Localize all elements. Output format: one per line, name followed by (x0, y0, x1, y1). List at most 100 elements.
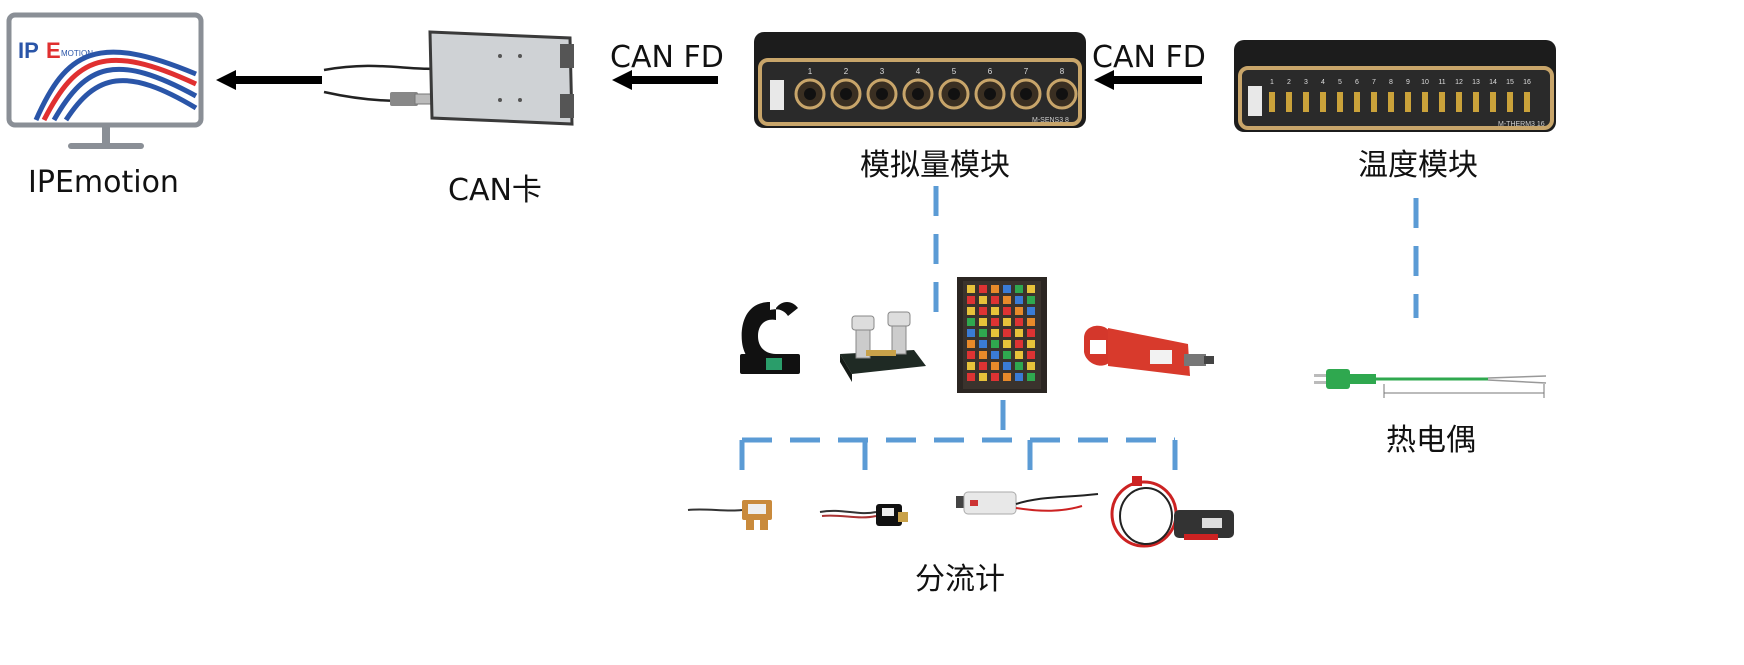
fuse (979, 351, 987, 359)
fuse (991, 307, 999, 315)
analog-channel-number: 6 (988, 67, 993, 76)
fuse (967, 373, 975, 381)
fuse (979, 307, 987, 315)
fuse (979, 296, 987, 304)
temp-channel-number: 8 (1389, 79, 1393, 86)
fuse (991, 340, 999, 348)
thermocouple-icon (1314, 369, 1547, 398)
temp-channel-number: 15 (1506, 79, 1514, 86)
fuse (1015, 340, 1023, 348)
fuse (967, 340, 975, 348)
arrow-head-ipemotion (216, 70, 236, 90)
temp-channel-socket (1473, 92, 1479, 112)
analog-channel-pin (840, 88, 852, 100)
temp-channel-number: 2 (1287, 79, 1291, 86)
can-interface-icon (323, 30, 574, 126)
protocol-label-temp: CAN FD (1092, 40, 1206, 75)
fuse (1015, 296, 1023, 304)
fuse (979, 340, 987, 348)
temp-channel-number: 11 (1438, 79, 1445, 86)
fuse (1003, 307, 1011, 315)
temp-channel-number: 6 (1355, 79, 1359, 86)
logo-text-motion: MOTION (61, 49, 93, 58)
temp-module-label: 温度模块 (1358, 148, 1478, 183)
temp-channel-socket (1456, 92, 1462, 112)
analog-module-icon: 1 2 3 4 5 6 7 8 M-SENS3 8 (754, 32, 1086, 128)
analog-channel-pin (984, 88, 996, 100)
fuse (1027, 340, 1035, 348)
temp-channel-socket (1439, 92, 1445, 112)
analog-module-model: M-SENS3 8 (1032, 117, 1069, 124)
analog-channel-number: 1 (808, 67, 813, 76)
analog-channel-number: 3 (880, 67, 885, 76)
fuse (979, 373, 987, 381)
fuse (1015, 351, 1023, 359)
analog-channel-pin (912, 88, 924, 100)
fuse-adapter-icon-1 (687, 500, 772, 530)
analog-channel-pin (948, 88, 960, 100)
temp-channel-number: 10 (1421, 79, 1429, 86)
analog-channel-pin (1056, 88, 1068, 100)
temp-channel-number: 1 (1270, 79, 1274, 86)
temp-channel-socket (1320, 92, 1326, 112)
temp-channel-number: 16 (1523, 79, 1531, 86)
fuse (991, 351, 999, 359)
fuse-box-icon (957, 277, 1047, 393)
current-sensor-icon-2 (1110, 476, 1234, 548)
fuse (991, 296, 999, 304)
fuse (967, 318, 975, 326)
logo-text-ip: IP (18, 38, 39, 63)
temp-channel-socket (1303, 92, 1309, 112)
fuse (1027, 329, 1035, 337)
fuse (1015, 329, 1023, 337)
fuse-adapter-icon-2 (819, 504, 908, 526)
fuse (991, 362, 999, 370)
current-clamp-icon (740, 302, 800, 374)
temp-channel-socket (1524, 92, 1530, 112)
fuse (1003, 351, 1011, 359)
temp-channel-socket (1507, 92, 1513, 112)
analog-channel-pin (1020, 88, 1032, 100)
fuse (1027, 373, 1035, 381)
analog-channel-pin (804, 88, 816, 100)
fuse (979, 285, 987, 293)
fuse (1027, 307, 1035, 315)
shunt-resistor-icon (840, 311, 926, 382)
can-card-label: CAN卡 (448, 173, 542, 208)
fuse (1003, 285, 1011, 293)
fuse (991, 329, 999, 337)
temp-channel-number: 12 (1455, 79, 1463, 86)
temp-channel-number: 14 (1489, 79, 1497, 86)
arrow-head-analog-module (1094, 70, 1114, 90)
fuse (979, 318, 987, 326)
temp-channel-socket (1405, 92, 1411, 112)
analog-channel-number: 8 (1060, 67, 1065, 76)
temp-channel-socket (1371, 92, 1377, 112)
ipemotion-label: IPEmotion (28, 165, 179, 200)
fuse (991, 373, 999, 381)
fuse (967, 285, 975, 293)
temp-channel-number: 7 (1372, 79, 1376, 86)
fuse (979, 329, 987, 337)
fuse (1003, 373, 1011, 381)
logo-text-e: E (46, 38, 61, 63)
temp-channel-socket (1422, 92, 1428, 112)
analog-channel-number: 2 (844, 67, 849, 76)
analog-channel-number: 4 (916, 67, 921, 76)
fuse (1003, 329, 1011, 337)
analog-channel-number: 7 (1024, 67, 1029, 76)
fuse (1027, 285, 1035, 293)
shunt-label: 分流计 (915, 562, 1005, 597)
fuse (1027, 318, 1035, 326)
temp-channel-socket (1337, 92, 1343, 112)
fuse (1015, 373, 1023, 381)
current-sensor-icon-1 (956, 491, 1099, 515)
fuse (1015, 318, 1023, 326)
arrow-head-can-card (612, 70, 632, 90)
fuse (1027, 296, 1035, 304)
analog-channel-pin (876, 88, 888, 100)
analog-channel-number: 5 (952, 67, 957, 76)
fuse (979, 362, 987, 370)
temp-channel-socket (1354, 92, 1360, 112)
